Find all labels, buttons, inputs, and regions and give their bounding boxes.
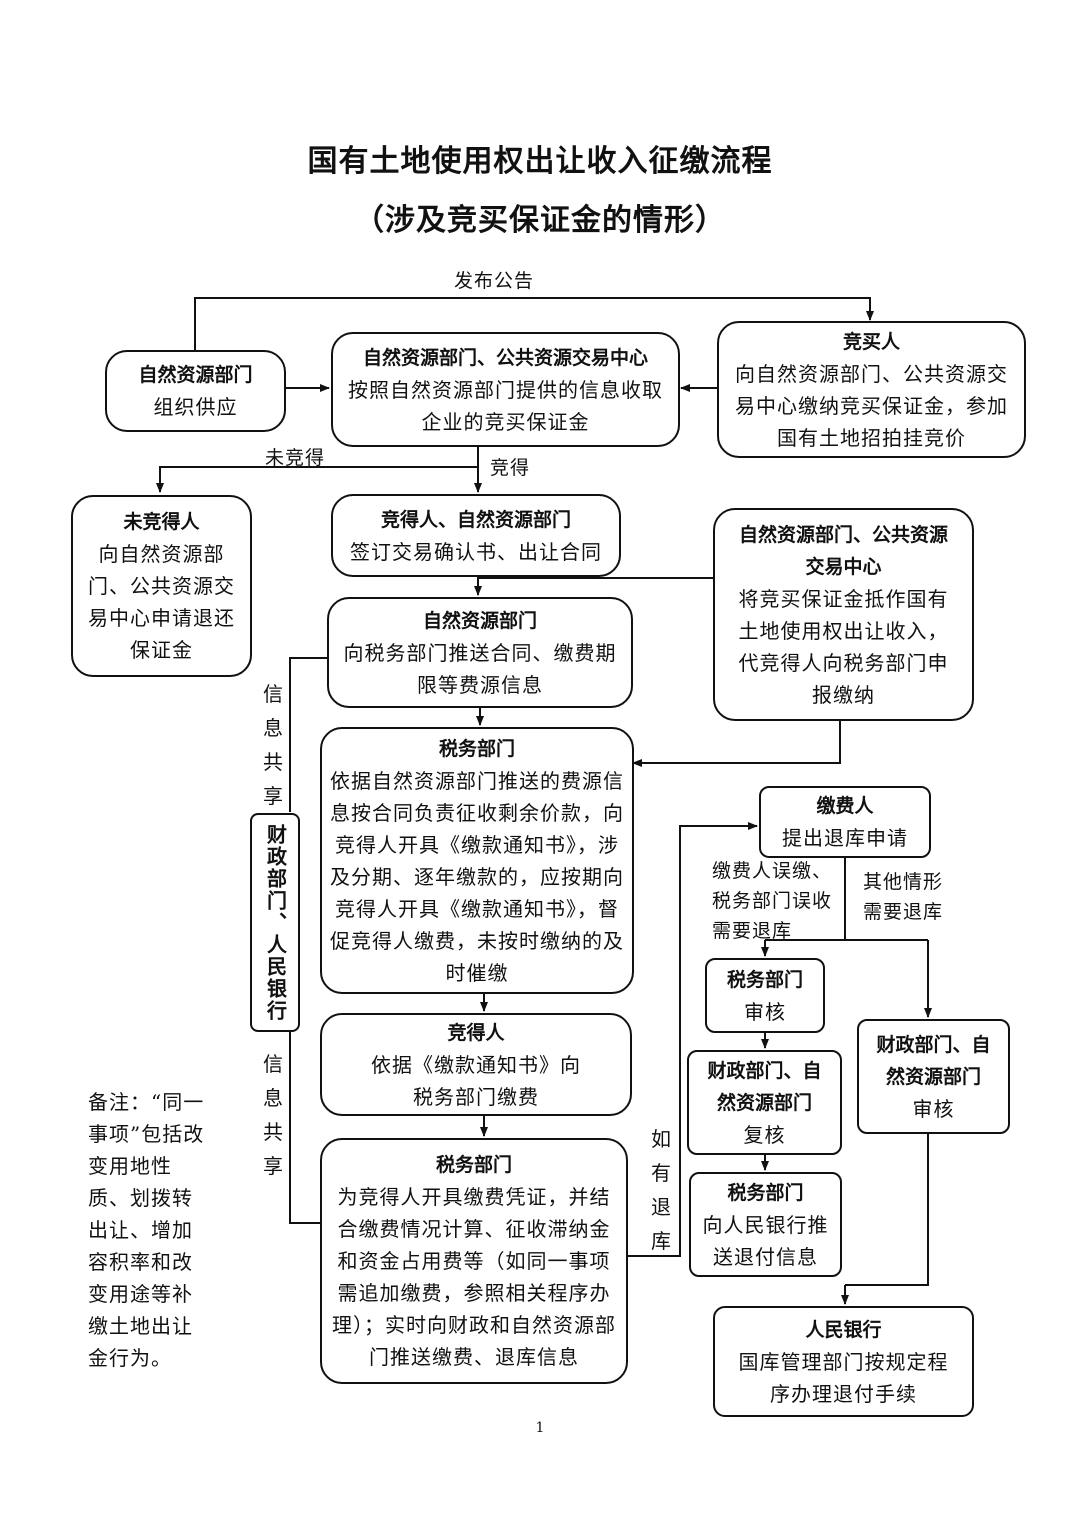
- info-share-line-bottom: [289, 1032, 320, 1224]
- box-push-info-body: 向税务部门推送合同、缴费期限等费源信息: [343, 640, 617, 697]
- box-winner-sign-body: 签订交易确认书、出让合同: [350, 539, 602, 564]
- box-pboc-body: 国库管理部门按规定程序办理退付手续: [738, 1349, 949, 1406]
- box-tax-voucher-body: 为竞得人开具缴费凭证，并结合缴费情况计算、征收滞纳金和资金占用费等（如同一事项需…: [332, 1185, 616, 1369]
- box-fin-recheck: 财政部门、自然资源部门 复核: [687, 1050, 842, 1155]
- box-tax-review-body: 审核: [744, 999, 786, 1024]
- label-info-share-bottom: 信息共享: [263, 1052, 283, 1178]
- box-tax-voucher: 税务部门 为竞得人开具缴费凭证，并结合缴费情况计算、征收滞纳金和资金占用费等（如…: [320, 1138, 628, 1384]
- box-pboc: 人民银行 国库管理部门按规定程序办理退付手续: [713, 1306, 974, 1417]
- box-bidder-body: 向自然资源部门、公共资源交易中心缴纳竞买保证金，参加国有土地招拍挂竞价: [735, 361, 1008, 450]
- box-winner-sign: 竞得人、自然资源部门 签订交易确认书、出让合同: [331, 494, 621, 577]
- box-fin-review: 财政部门、自然资源部门 审核: [857, 1019, 1010, 1134]
- label-won: 竞得: [490, 457, 531, 479]
- box-winner-pay: 竞得人 依据《缴款通知书》向税务部门缴费: [320, 1013, 632, 1116]
- box-tax-voucher-head: 税务部门: [435, 1154, 512, 1176]
- box-push-info: 自然资源部门 向税务部门推送合同、缴费期限等费源信息: [327, 597, 633, 708]
- box-fin-review-body: 审核: [912, 1096, 955, 1121]
- side-box-label: 财政部门、人民银行: [263, 823, 288, 1022]
- box-bidder: 竞买人 向自然资源部门、公共资源交易中心缴纳竞买保证金，参加国有土地招拍挂竞价: [717, 321, 1026, 458]
- box-fin-review-head: 财政部门、自然资源部门: [876, 1033, 991, 1088]
- label-publish: 发布公告: [454, 270, 535, 292]
- box-tax-collect-head: 税务部门: [438, 737, 515, 760]
- box-fin-recheck-body: 复核: [743, 1122, 786, 1147]
- label-not-won: 未竞得: [265, 447, 326, 469]
- box-tax-push-bank: 税务部门 向人民银行推送退付信息: [689, 1172, 842, 1277]
- box-fin-recheck-head: 财政部门、自然资源部门: [707, 1059, 822, 1114]
- box-tax-collect-body: 依据自然资源部门推送的费源信息按合同负责征收剩余价款，向竞得人开具《缴款通知书》…: [330, 768, 624, 985]
- box-bidder-head: 竞买人: [842, 330, 900, 353]
- not-won-line: [156, 466, 478, 493]
- fin-review-to-pboc: [845, 1133, 929, 1286]
- box-loser: 未竞得人 向自然资源部门、公共资源交易中心申请退还保证金: [71, 495, 252, 677]
- offset-to-tax: [632, 720, 841, 767]
- page-title: 国有土地使用权出让收入征缴流程: [307, 144, 773, 179]
- box-pboc-head: 人民银行: [805, 1318, 882, 1341]
- box-supply: 自然资源部门 组织供应: [105, 350, 286, 432]
- box-tax-collect: 税务部门 依据自然资源部门推送的费源信息按合同负责征收剩余价款，向竞得人开具《缴…: [320, 727, 634, 994]
- refund-line: [627, 822, 758, 1257]
- label-info-share-top: 信息共享: [263, 682, 283, 808]
- box-tax-push-bank-head: 税务部门: [727, 1181, 804, 1204]
- label-other-reason: 其他情形需要退库: [863, 871, 944, 923]
- page-number: 1: [535, 1420, 545, 1436]
- info-share-line-top: [289, 657, 327, 812]
- box-offset-head: 自然资源部门、公共资源交易中心: [738, 523, 948, 578]
- box-loser-head: 未竞得人: [123, 511, 200, 533]
- box-winner-pay-head: 竞得人: [447, 1021, 505, 1044]
- box-payer-refund-head: 缴费人: [816, 795, 874, 817]
- box-payer-refund-body: 提出退库申请: [782, 826, 908, 850]
- box-loser-body: 向自然资源部门、公共资源交易中心申请退还保证金: [88, 542, 235, 662]
- footnote: 备注：“同一事项”包括改变用地性质、划拨转出让、增加容积率和改变用途等补缴土地出…: [88, 1090, 205, 1370]
- box-push-info-head: 自然资源部门: [422, 609, 537, 632]
- label-refund-if: 如有退库: [651, 1127, 671, 1253]
- page-subtitle: （涉及竞买保证金的情形）: [354, 203, 726, 238]
- box-supply-body: 组织供应: [153, 395, 238, 419]
- box-offset: 自然资源部门、公共资源交易中心 将竞买保证金抵作国有土地使用权出让收入，代竞得人…: [713, 508, 974, 721]
- box-supply-head: 自然资源部门: [138, 364, 253, 386]
- box-winner-sign-head: 竞得人、自然资源部门: [380, 508, 571, 531]
- box-center-body: 按照自然资源部门提供的信息收取企业的竞买保证金: [348, 377, 663, 434]
- box-winner-pay-body: 依据《缴款通知书》向税务部门缴费: [371, 1052, 581, 1109]
- box-payer-refund: 缴费人 提出退库申请: [759, 786, 931, 858]
- box-center-head: 自然资源部门、公共资源交易中心: [362, 346, 648, 369]
- box-tax-review-head: 税务部门: [726, 968, 803, 991]
- publish-line: [194, 297, 874, 350]
- box-center: 自然资源部门、公共资源交易中心 按照自然资源部门提供的信息收取企业的竞买保证金: [331, 332, 680, 447]
- box-tax-push-bank-body: 向人民银行推送退付信息: [702, 1212, 829, 1269]
- side-box-finance-pboc: 财政部门、人民银行: [250, 813, 300, 1032]
- label-mistake-reason: 缴费人误缴、税务部门误收需要退库: [712, 860, 833, 942]
- box-tax-review: 税务部门 审核: [705, 958, 825, 1033]
- box-offset-body: 将竞买保证金抵作国有土地使用权出让收入，代竞得人向税务部门申报缴纳: [738, 586, 949, 707]
